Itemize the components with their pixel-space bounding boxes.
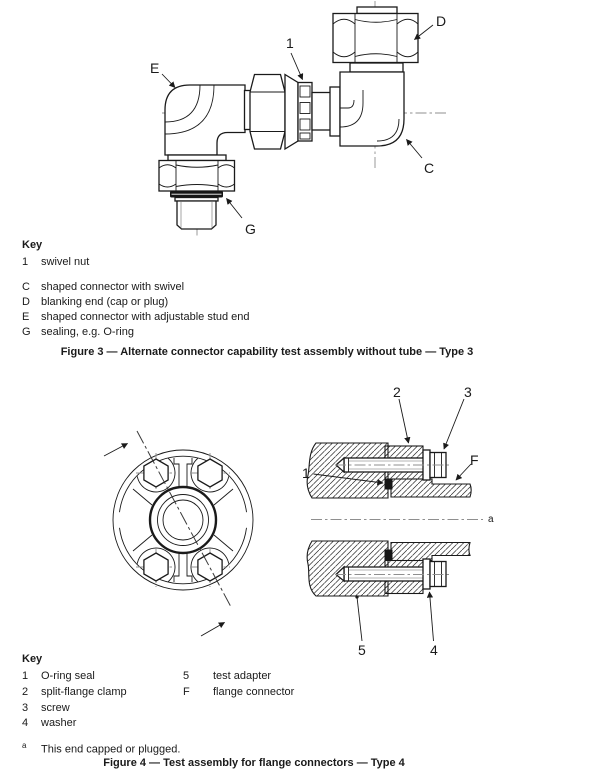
label-4: 4 [430,642,438,658]
section-line [136,430,232,608]
clamp-outer-arc-top [119,455,247,513]
key-heading: Key [22,239,43,251]
figure4-leaders [313,398,472,642]
label-D: D [436,13,446,29]
label-F: F [470,452,479,468]
flange-connector-lower [390,541,471,562]
label-E: E [150,60,159,76]
o-ring-upper [384,478,393,490]
key-heading: Key [22,653,43,665]
blanking-end-D [332,6,419,64]
label-G: G [245,221,256,237]
figure4-caption: Figure 4 — Test assembly for flange conn… [103,757,405,769]
clamp-split-bottom [173,552,193,582]
label-1b: 1 [302,465,310,481]
o-ring-lower [384,549,393,561]
stud-end [176,200,217,230]
flange-outer-circle [112,449,254,591]
washer-lower [422,558,431,590]
shaped-connector-E [158,84,246,230]
flange-screws [136,453,230,587]
footnote-marker: a [22,741,27,750]
figure3-caption: Figure 3 — Alternate connector capabilit… [60,346,474,358]
screw-lower [335,558,452,590]
figure4-front-view [103,430,254,637]
label-5: 5 [358,642,366,658]
clamp-split-top [173,458,193,488]
label-2: 2 [393,384,401,400]
label-C: C [424,160,434,176]
label-a: a [488,514,494,525]
o-ring-seal-G [170,191,223,198]
swivel-nut-hex [249,73,286,150]
swivel-nut-assembly [243,73,336,151]
clamp-outer-arc-bottom [119,527,247,585]
figure3-leaders [161,24,434,219]
figure3-drawing: 1 E D C G [150,1,448,237]
screw-upper [335,449,452,481]
figure4-cross-section: 2 3 F 1 5 4 a [302,384,494,658]
shaped-connector-C [329,62,405,147]
label-3: 3 [464,384,472,400]
flange-connector-upper [390,478,472,498]
ribbed-ring [297,81,313,142]
label-1: 1 [286,35,294,51]
bore-boss-circle [148,485,218,555]
